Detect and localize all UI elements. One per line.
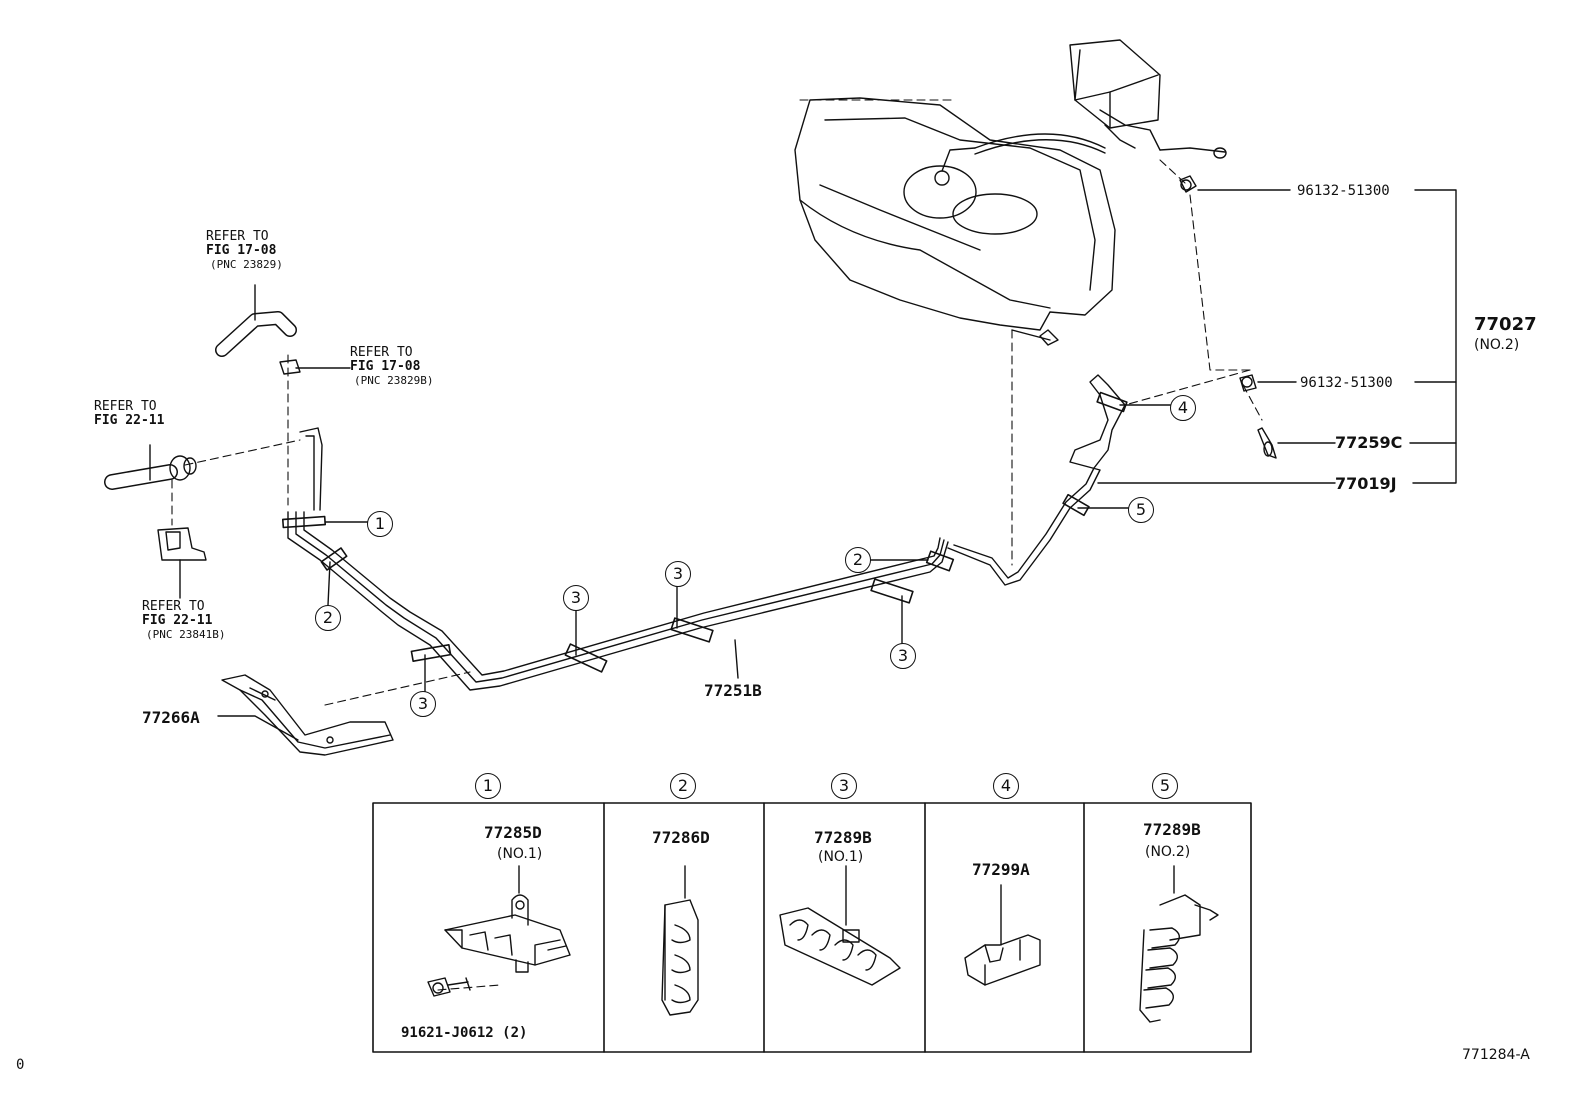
ref-line3: (PNC 23829B) <box>354 374 434 387</box>
leader-c2a <box>327 561 331 606</box>
hose-17-08 <box>215 284 297 357</box>
corner-left-label: 0 <box>16 1057 25 1073</box>
part-96132-51300-mid: 96132-51300 <box>1300 375 1393 391</box>
panel-5-part: 77289B <box>1143 820 1201 839</box>
panel-1-number: 1 <box>475 773 501 799</box>
ref-line2: FIG 17-08 <box>206 243 277 258</box>
bracket-22-11 <box>157 527 207 561</box>
callout-1: 1 <box>367 511 393 537</box>
panel-4-number: 4 <box>993 773 1019 799</box>
leader-77266a <box>217 715 299 741</box>
callout-3-right: 3 <box>890 643 916 669</box>
protector-77266a <box>221 674 394 756</box>
ref-fig-22-11-bracket: REFER TO FIG 22-11 (PNC 23841B) <box>142 600 225 642</box>
ref-line1: REFER TO <box>206 229 269 244</box>
panel-1-sub: (NO.1) <box>497 846 543 862</box>
panel-3-sub: (NO.1) <box>818 849 864 865</box>
callout-3-mid-b: 3 <box>665 561 691 587</box>
detail-panels <box>372 802 1252 1053</box>
part-96132-51300-top: 96132-51300 <box>1297 183 1390 199</box>
ref-line1: REFER TO <box>350 345 413 360</box>
clamp-3c-shape <box>670 617 714 643</box>
ref-line3: (PNC 23829) <box>210 258 283 271</box>
clamp-3a-shape <box>410 643 452 663</box>
tank-outlet-fitting <box>1039 329 1059 346</box>
ref-line1: REFER TO <box>142 599 205 614</box>
fuel-tube-77251b <box>287 374 1126 691</box>
clamp-3d-shape <box>870 578 914 604</box>
clamp-2a-shape <box>320 547 348 571</box>
figure-id: 771284-A <box>1462 1047 1530 1063</box>
part-77251b: 77251B <box>704 681 762 700</box>
callout-3-mid-a: 3 <box>563 585 589 611</box>
leader-77251b <box>734 639 739 679</box>
panel-5-number: 5 <box>1152 773 1178 799</box>
clamp-2b-shape <box>925 550 955 572</box>
bracket-77027 <box>1412 189 1457 484</box>
callout-4: 4 <box>1170 395 1196 421</box>
panel-3-number: 3 <box>831 773 857 799</box>
panel-2-number: 2 <box>670 773 696 799</box>
fuel-tank <box>794 97 1116 331</box>
panel-3-part: 77289B <box>814 828 872 847</box>
clip-96132-mid <box>1239 374 1257 392</box>
vapor-hose-outer <box>974 139 1106 155</box>
part-77019j: 77019J <box>1335 474 1397 493</box>
hose-22-11 <box>104 444 197 490</box>
ref-fig-17-08-hose: REFER TO FIG 17-08 (PNC 23829) <box>206 230 283 272</box>
assembly-line-right <box>1189 194 1251 371</box>
clip-96132-top <box>1179 175 1197 193</box>
assembly-line-protector <box>324 671 471 706</box>
hose-clip-17-08 <box>279 359 301 375</box>
assembly-line-clamp4 <box>1124 369 1251 406</box>
clamp-5-shape <box>1062 493 1090 517</box>
part-77266a: 77266A <box>142 708 200 727</box>
callout-5: 5 <box>1128 497 1154 523</box>
ref-line2: FIG 22-11 <box>142 613 213 628</box>
panel-1-bolt: 91621-J0612 (2) <box>401 1025 528 1041</box>
clamp-4-shape <box>1096 391 1128 413</box>
panel-5-sub: (NO.2) <box>1145 844 1191 860</box>
charcoal-canister <box>1069 39 1227 159</box>
panel-4-part: 77299A <box>972 860 1030 879</box>
ref-line2: FIG 22-11 <box>94 413 165 428</box>
clamp-77285d-illustration <box>427 865 571 997</box>
callout-2-left: 2 <box>315 605 341 631</box>
clamp-77286d-illustration <box>661 865 699 1016</box>
clamp-1-shape <box>281 515 327 529</box>
clamp-3b-shape <box>564 643 608 673</box>
ref-fig-17-08-clip: REFER TO FIG 17-08 (PNC 23829B) <box>350 346 433 388</box>
ref-line3: (PNC 23841B) <box>146 628 226 641</box>
part-77259c: 77259C <box>1335 433 1403 452</box>
ref-line2: FIG 17-08 <box>350 359 421 374</box>
clip-77259c <box>1257 427 1277 459</box>
clamp-77289b-no1-illustration <box>779 865 901 986</box>
callout-3-left: 3 <box>410 691 436 717</box>
part-77027-sub: (NO.2) <box>1474 337 1520 353</box>
vapor-hose <box>974 133 1106 149</box>
panel-2-part: 77286D <box>652 828 710 847</box>
ref-line1: REFER TO <box>94 399 157 414</box>
assembly-line-fitting <box>184 439 301 466</box>
part-77027: 77027 <box>1474 314 1537 335</box>
ref-fig-22-11-hose: REFER TO FIG 22-11 <box>94 400 164 428</box>
clamp-77299a-illustration <box>964 884 1041 986</box>
panel-1-part: 77285D <box>484 823 542 842</box>
callout-2-right: 2 <box>845 547 871 573</box>
clamp-77289b-no2-illustration <box>1139 865 1219 1023</box>
